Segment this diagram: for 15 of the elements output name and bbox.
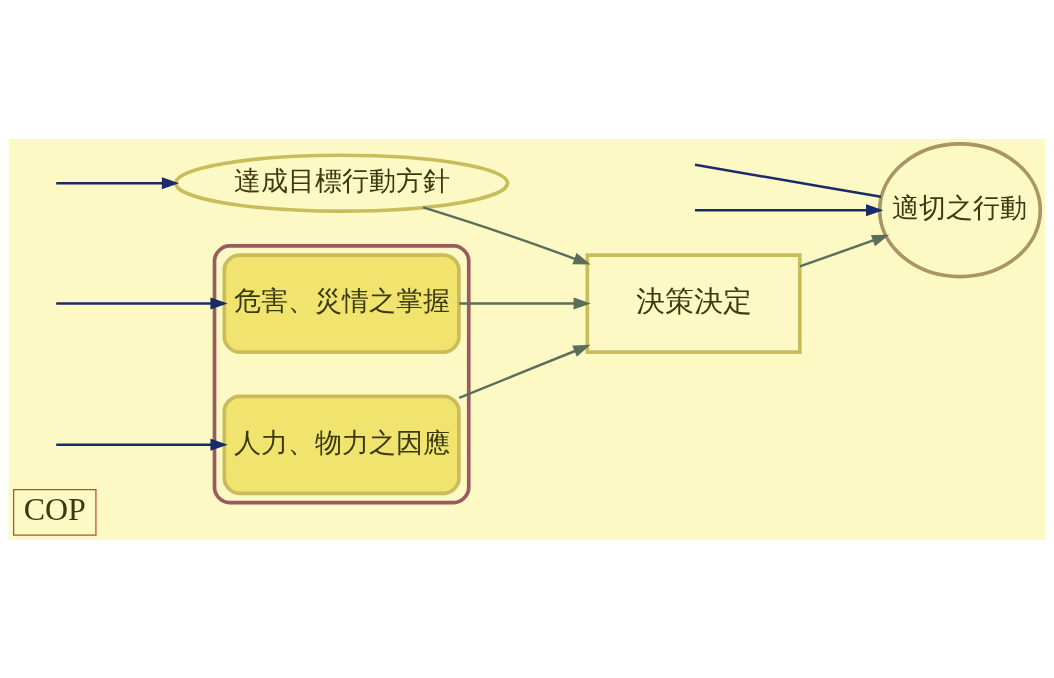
node-box: COP — [13, 488, 97, 536]
node-ellipse: 適切之行動 — [877, 141, 1043, 278]
arrow — [799, 234, 890, 268]
arrow — [56, 176, 180, 189]
node-box: 決策決定 — [585, 252, 802, 354]
node-box: 人力、物力之因應 — [222, 393, 461, 495]
arrow — [56, 297, 228, 310]
arrow — [459, 297, 591, 310]
node-box: 危害、災情之掌握 — [222, 252, 461, 354]
node-ellipse: 達成目標行動方針 — [173, 152, 510, 213]
arrow — [695, 203, 884, 216]
arrow — [56, 438, 228, 451]
arrow — [458, 344, 591, 399]
connector — [694, 163, 882, 198]
arrow — [422, 205, 591, 265]
